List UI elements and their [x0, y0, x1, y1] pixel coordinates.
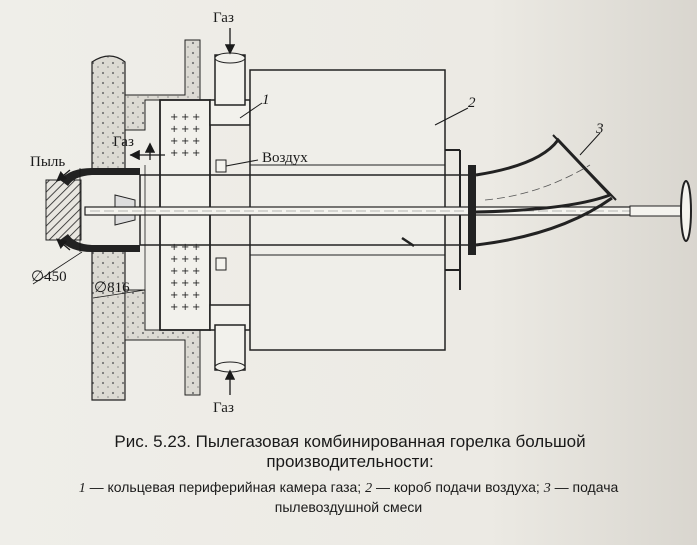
orifice-mark: + — [170, 112, 178, 123]
label-diameter-450: ∅450 — [31, 269, 67, 285]
burner-diagram: ++++++++++++++++++++++++++++++ Газ — [30, 10, 692, 416]
caption-title: Рис. 5.23. Пылегазовая комбинированная г… — [0, 432, 660, 472]
orifice-mark: + — [181, 266, 189, 277]
orifice-mark: + — [181, 112, 189, 123]
orifice-mark: + — [181, 242, 189, 253]
label-air: Воздух — [262, 150, 308, 166]
caption-title-line1: Рис. 5.23. Пылегазовая комбинированная г… — [114, 432, 586, 451]
caption-title-line2: производительности: — [266, 452, 434, 471]
legend-number-3: 3 — [543, 481, 551, 496]
orifice-mark: + — [170, 302, 178, 313]
figure-caption: Рис. 5.23. Пылегазовая комбинированная г… — [0, 432, 697, 516]
orifice-mark: + — [192, 136, 200, 147]
tube-flange — [468, 165, 476, 255]
label-gas-left: Газ — [113, 134, 134, 150]
orifice-mark: + — [170, 266, 178, 277]
orifice-mark: + — [170, 136, 178, 147]
orifice-mark: + — [192, 124, 200, 135]
orifice-mark: + — [170, 242, 178, 253]
gas-orifices: ++++++++++++++++++++++++++++++ — [170, 112, 200, 313]
orifice-mark: + — [181, 148, 189, 159]
handwheel[interactable] — [680, 180, 692, 242]
dust-swirler — [45, 179, 82, 241]
lance-rod — [629, 205, 683, 217]
wall-embrasure-lower — [124, 289, 201, 396]
orifice-mark: + — [192, 254, 200, 265]
orifice-mark: + — [170, 124, 178, 135]
orifice-mark: + — [181, 254, 189, 265]
legend-number-2: 2 — [365, 481, 373, 496]
label-gas-top: Газ — [213, 10, 234, 26]
orifice-mark: + — [170, 290, 178, 301]
label-gas-bottom: Газ — [213, 400, 234, 416]
caption-legend: 1 — кольцевая периферийная камера газа; … — [0, 478, 697, 516]
legend-line-2: пылевоздушной смеси — [274, 499, 423, 515]
orifice-mark: + — [181, 124, 189, 135]
orifice-mark: + — [181, 278, 189, 289]
air-nozzle — [215, 159, 227, 173]
orifice-mark: + — [192, 302, 200, 313]
orifice-mark: + — [170, 148, 178, 159]
orifice-mark: + — [192, 148, 200, 159]
orifice-mark: + — [170, 254, 178, 265]
orifice-mark: + — [181, 136, 189, 147]
orifice-mark: + — [192, 290, 200, 301]
dust-air-inlet — [475, 137, 613, 214]
orifice-mark: + — [192, 278, 200, 289]
orifice-mark: + — [181, 302, 189, 313]
orifice-mark: + — [192, 266, 200, 277]
label-dust: Пыль — [30, 154, 65, 170]
legend-number-1: 1 — [78, 481, 86, 496]
legend-text-3: — подача — [550, 479, 619, 495]
orifice-mark: + — [170, 278, 178, 289]
orifice-mark: + — [192, 242, 200, 253]
label-diameter-816: ∅816 — [94, 280, 130, 296]
label-position-1: 1 — [262, 92, 270, 108]
orifice-mark: + — [181, 290, 189, 301]
label-position-2: 2 — [468, 95, 476, 111]
legend-text-1: — кольцевая периферийная камера газа; — [85, 479, 366, 495]
legend-text-2: — короб подачи воздуха; — [372, 479, 544, 495]
furnace-wall — [91, 55, 126, 401]
orifice-mark: + — [192, 112, 200, 123]
label-position-3: 3 — [595, 121, 604, 137]
